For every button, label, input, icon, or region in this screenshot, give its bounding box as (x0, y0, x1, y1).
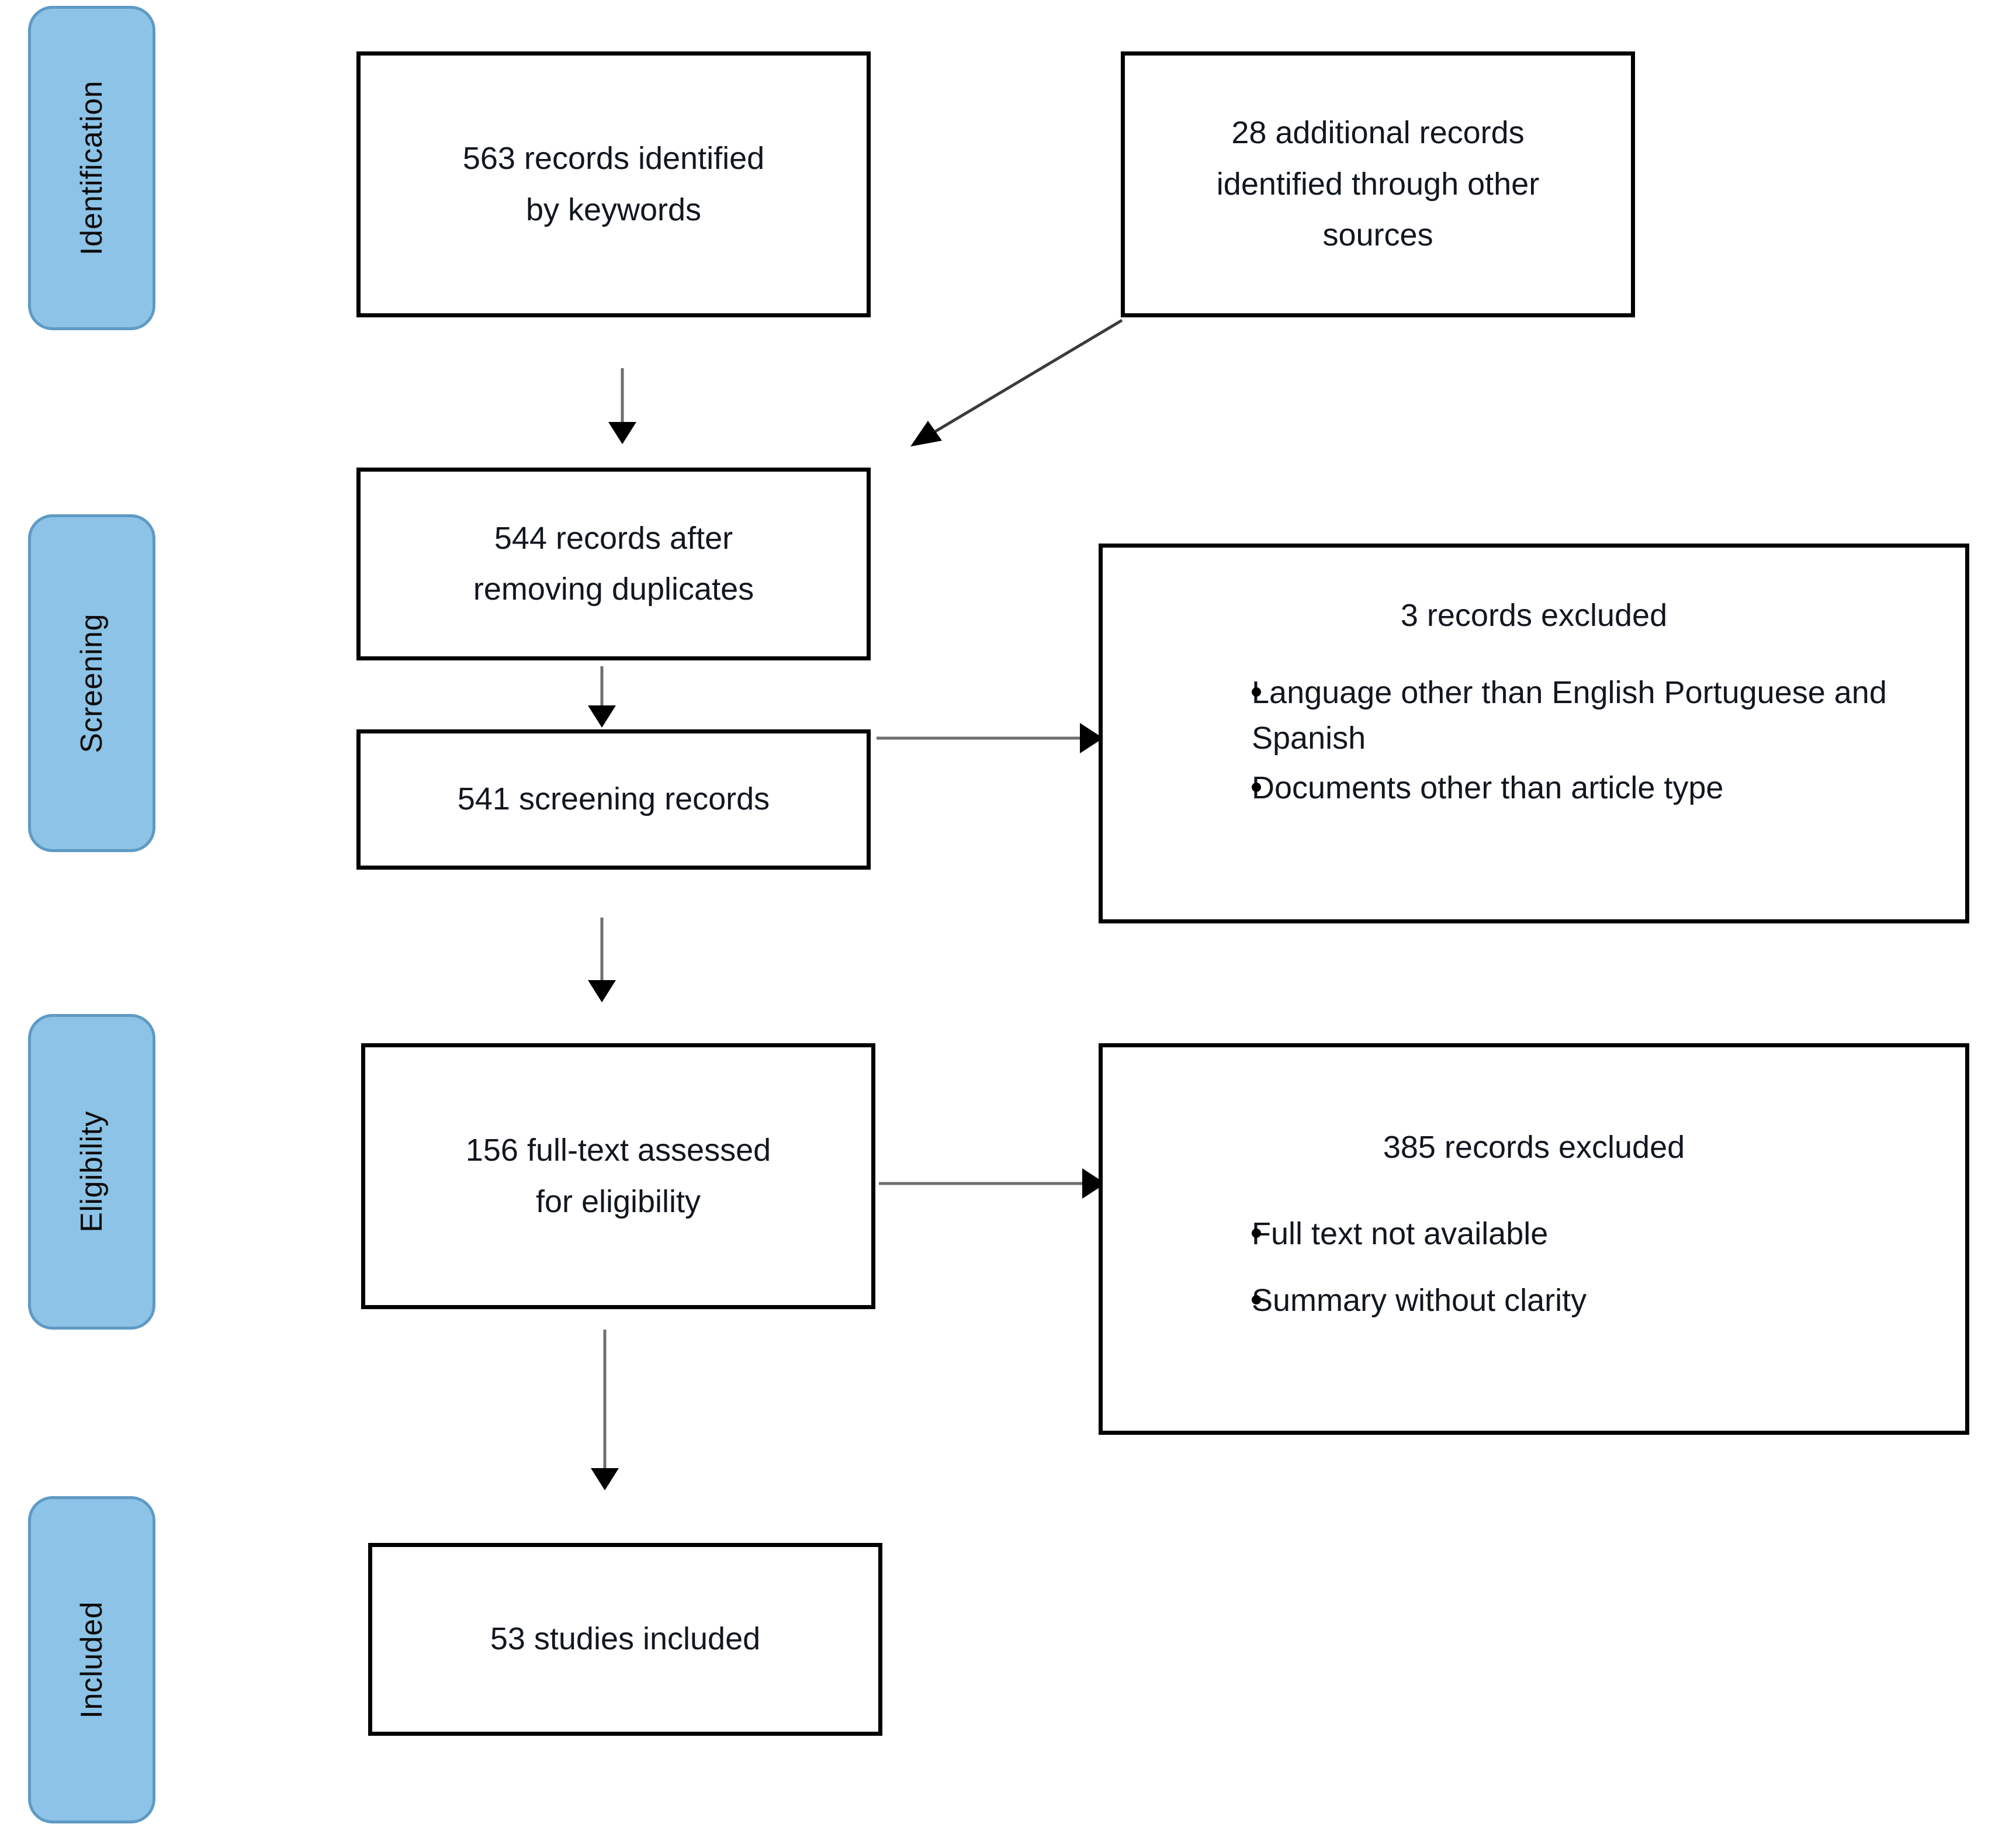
box-additional-records-line3: sources (1322, 217, 1433, 253)
arrow-shaft (879, 1182, 1085, 1185)
arrow-screening-to-fulltext (584, 918, 619, 1002)
box-records-identified: 563 records identified by keywords (356, 51, 871, 317)
box-eligibility-excluded-title: 385 records excluded (1383, 1130, 1685, 1165)
stage-tab-identification: Identification (28, 6, 155, 330)
box-screening-records: 541 screening records (356, 729, 871, 870)
stage-tab-screening-label: Screening (75, 613, 109, 753)
arrow-shaft (621, 368, 624, 424)
arrow-fulltext-to-included (587, 1330, 622, 1490)
list-item-label: Summary without clarity (1252, 1283, 1587, 1318)
arrow-shaft (603, 1330, 607, 1469)
box-studies-included-line1: 53 studies included (490, 1621, 761, 1657)
box-after-duplicates-line2: removing duplicates (473, 572, 754, 607)
bullet-icon (1252, 1295, 1261, 1305)
box-screening-excluded: 3 records excluded Language other than E… (1099, 544, 1969, 923)
arrow-head (608, 422, 636, 444)
bullet-icon (1252, 782, 1261, 792)
box-screening-excluded-title: 3 records excluded (1400, 598, 1668, 633)
list-item: Summary without clarity (1252, 1278, 1924, 1323)
list-item: Language other than English Portuguese a… (1252, 670, 1924, 762)
box-screening-records-line1: 541 screening records (457, 781, 770, 817)
list-item-label: Full text not available (1252, 1216, 1549, 1251)
box-additional-records-line1: 28 additional records (1231, 115, 1525, 151)
arrow-head (588, 980, 616, 1002)
list-item-label: Documents other than article type (1252, 770, 1724, 805)
arrow-shaft (600, 918, 604, 981)
arrow-head (591, 1468, 619, 1490)
box-full-text-assessed-line1: 156 full-text assessed (465, 1133, 771, 1168)
stage-tab-screening: Screening (28, 514, 155, 852)
list-item-label: Language other than English Portuguese a… (1252, 675, 1887, 756)
arrow-shaft (600, 666, 604, 708)
box-full-text-assessed-line2: for eligibility (535, 1183, 701, 1219)
box-records-identified-line1: 563 records identified (462, 141, 765, 177)
eligibility-excluded-reason-list: Full text not available Summary without … (1144, 1211, 1924, 1324)
stage-tab-identification-label: Identification (75, 81, 109, 255)
bullet-icon (1252, 687, 1261, 697)
arrow-head (588, 705, 616, 728)
box-after-duplicates: 544 records after removing duplicates (356, 468, 871, 660)
arrow-screening-to-excluded (877, 722, 1103, 754)
box-additional-records: 28 additional records identified through… (1121, 51, 1635, 317)
arrow-duplicates-to-screening (584, 666, 619, 728)
box-eligibility-excluded: 385 records excluded Full text not avail… (1099, 1043, 1969, 1435)
arrow-fulltext-to-excluded (879, 1168, 1106, 1199)
screening-excluded-reason-list: Language other than English Portuguese a… (1144, 670, 1924, 811)
list-item: Documents other than article type (1252, 765, 1924, 811)
list-item: Full text not available (1252, 1211, 1924, 1257)
arrow-shaft (877, 736, 1082, 740)
arrow-identified-to-duplicates (605, 368, 640, 444)
bullet-icon (1252, 1228, 1261, 1238)
box-additional-records-line2: identified through other (1216, 166, 1540, 202)
stage-tab-eligibility: Eligibility (28, 1014, 155, 1330)
box-records-identified-line2: by keywords (525, 192, 702, 227)
box-full-text-assessed: 156 full-text assessed for eligibility (361, 1043, 875, 1309)
stage-tab-eligibility-label: Eligibility (75, 1111, 109, 1233)
box-after-duplicates-line1: 544 records after (494, 520, 733, 556)
stage-tab-included-label: Included (75, 1601, 109, 1719)
box-studies-included: 53 studies included (368, 1543, 882, 1736)
stage-tab-included: Included (28, 1496, 155, 1823)
